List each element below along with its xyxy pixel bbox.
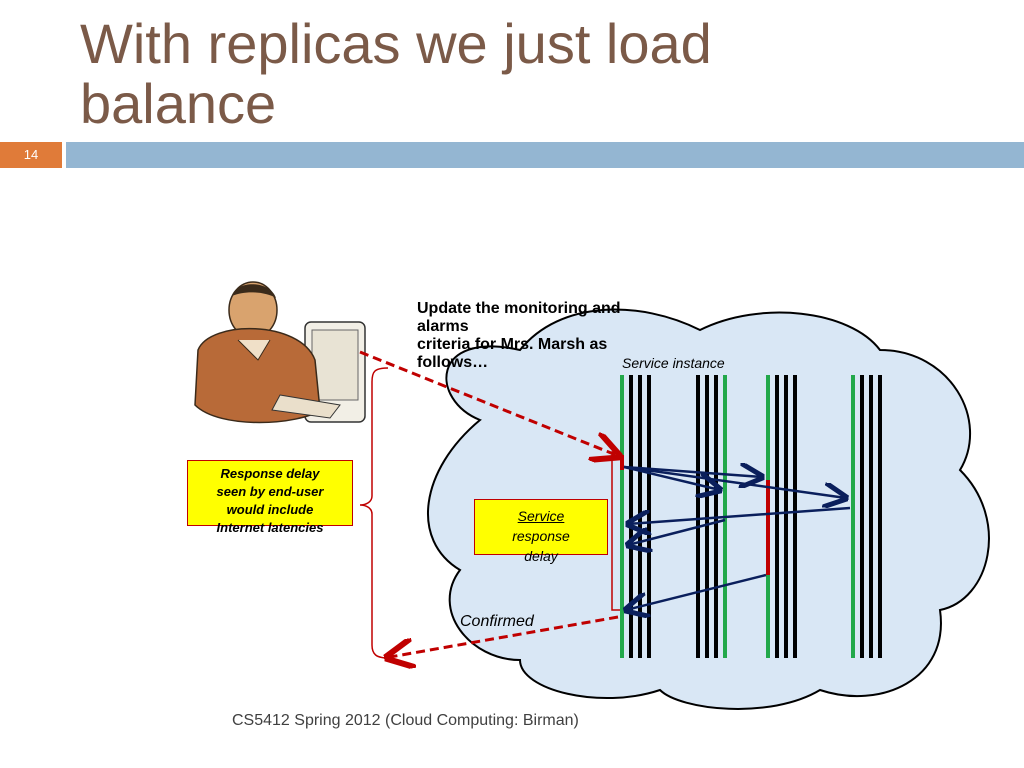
slide-title: With replicas we just load balance — [80, 14, 980, 134]
response-delay-box: Response delay seen by end-user would in… — [187, 460, 353, 535]
response-box-line-2: seen by end-user — [216, 484, 324, 499]
confirmed-label: Confirmed — [460, 613, 534, 630]
service-response-delay-box: Service response delay — [474, 499, 608, 564]
server-group-3 — [766, 375, 797, 658]
service-box-line-2: response — [512, 528, 570, 544]
slide-title-line-1: With replicas we just load — [80, 12, 712, 75]
slide-title-line-2: balance — [80, 72, 277, 135]
service-box-line-3: delay — [524, 548, 558, 564]
request-dashed-arrow — [359, 350, 616, 455]
slide-footer: CS5412 Spring 2012 (Cloud Computing: Bir… — [232, 712, 579, 729]
response-delay-brace — [359, 367, 389, 659]
person-at-computer-icon — [194, 281, 366, 424]
server-group-4 — [851, 375, 882, 658]
update-line-2: alarms — [417, 318, 469, 335]
response-box-line-1: Response delay — [220, 466, 320, 481]
title-underline-bar — [66, 142, 1024, 168]
update-criteria-text: Update the monitoring and alarms criteri… — [417, 300, 687, 372]
update-line-1: Update the monitoring and — [417, 300, 621, 317]
load-balance-arrows — [624, 467, 850, 610]
service-instance-label: Service instance — [622, 355, 725, 371]
response-box-line-3: would include — [226, 502, 314, 517]
slide-number: 14 — [0, 142, 62, 168]
response-box-line-4: Internet latencies — [216, 520, 324, 535]
confirmed-dashed-arrow — [390, 615, 619, 657]
update-line-4: follows… — [417, 354, 489, 371]
service-box-line-1: Service — [517, 508, 565, 524]
update-line-3: criteria for Mrs. Marsh as — [417, 336, 608, 353]
